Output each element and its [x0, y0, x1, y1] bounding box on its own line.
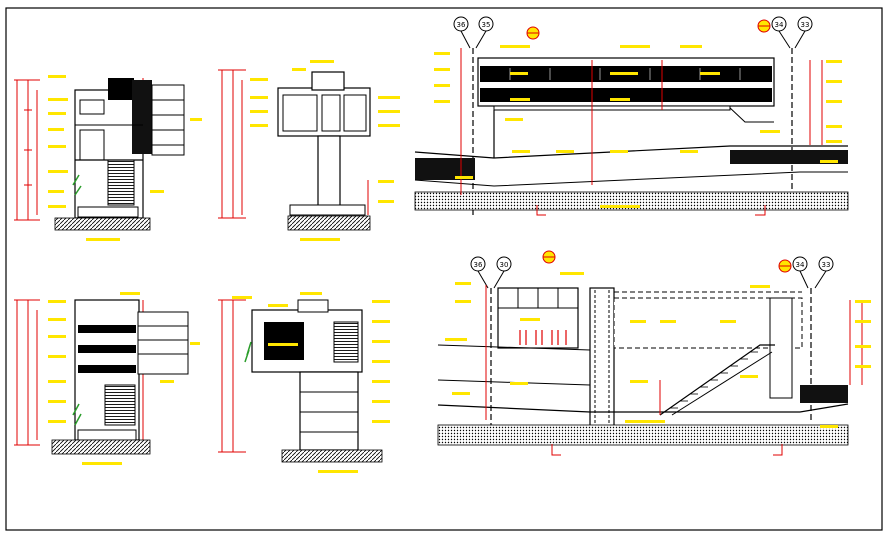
section-b: 36 30 34 33	[437, 250, 871, 456]
elevation-2	[218, 60, 400, 241]
elevation-4	[218, 292, 390, 473]
grid-bubble-36: 36	[457, 21, 466, 29]
sheet-border	[5, 7, 883, 531]
section-a: 36 35 34 33	[414, 16, 849, 216]
grid-bubble-33: 33	[801, 21, 810, 29]
grid-bubble-34b: 34	[796, 261, 805, 269]
grid-bubble-30: 30	[500, 261, 509, 269]
grid-bubbles-top: 36 35 34 33	[453, 16, 813, 49]
elevation-3	[14, 292, 200, 465]
grid-bubble-35: 35	[482, 21, 491, 29]
grid-bubbles-bottom: 36 30 34 33	[470, 250, 834, 289]
grid-bubble-33b: 33	[822, 261, 831, 269]
grid-bubble-34: 34	[775, 21, 784, 29]
elevation-1	[14, 75, 202, 241]
grid-bubble-36b: 36	[474, 261, 483, 269]
